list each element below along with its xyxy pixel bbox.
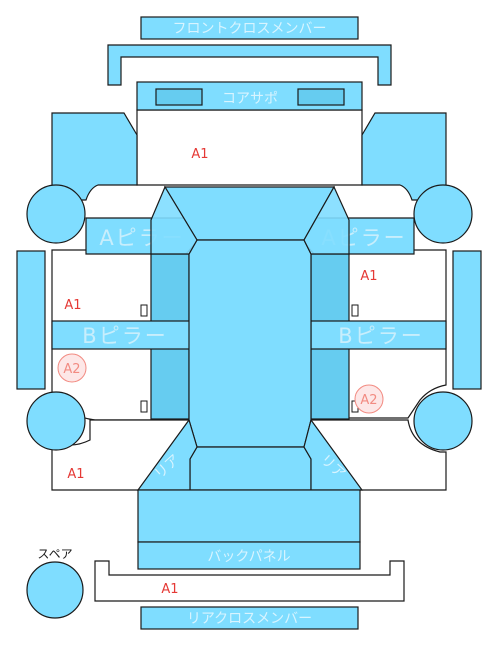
rear-right-panel bbox=[303, 418, 364, 491]
rear-right-wheel bbox=[413, 391, 473, 451]
damage-mark-right-front-door: A1 bbox=[360, 269, 377, 284]
damage-circle-left-rear-door bbox=[57, 353, 87, 383]
damage-mark-left-quarter: A1 bbox=[67, 467, 84, 482]
front-bumper-reinforcement bbox=[107, 44, 392, 86]
b-pillar-left bbox=[51, 320, 191, 350]
core-support-right-hole bbox=[297, 88, 345, 106]
damage-mark-front: A1 bbox=[191, 147, 208, 162]
rear-cross-member-label: リアクロスメンバー bbox=[187, 611, 312, 627]
damage-mark-right-rear-door: A2 bbox=[360, 393, 377, 408]
back-panel-label: バックパネル bbox=[207, 549, 290, 565]
b-pillar-left-label: Bピラー bbox=[82, 324, 167, 348]
rear-left-wheel bbox=[26, 391, 86, 451]
damage-mark-left-rear-door: A2 bbox=[63, 362, 80, 377]
rear-window bbox=[189, 446, 312, 491]
damage-circle-right-rear-door bbox=[354, 384, 384, 414]
front-cross-member bbox=[140, 16, 359, 40]
rear-left-panel bbox=[136, 418, 198, 491]
front-body-outline bbox=[136, 109, 363, 186]
front-left-wheel bbox=[26, 184, 86, 244]
left-front-fender bbox=[51, 112, 138, 201]
spare-tire bbox=[26, 561, 84, 619]
back-panel bbox=[137, 541, 361, 570]
front-cross-member-label: フロントクロスメンバー bbox=[173, 21, 327, 37]
front-right-wheel bbox=[413, 184, 473, 244]
left-side-sill bbox=[16, 250, 46, 390]
left-rear-door-latch bbox=[140, 400, 148, 413]
left-windshield-side bbox=[150, 185, 198, 255]
core-support-left-hole bbox=[155, 88, 203, 106]
rear-cross-member bbox=[140, 606, 359, 630]
trunk-floor bbox=[137, 489, 361, 543]
roof-panel bbox=[188, 239, 312, 448]
rear-bumper-reinforcement bbox=[94, 560, 405, 602]
core-support-label: コアサポ bbox=[222, 91, 278, 107]
right-side-sill bbox=[452, 250, 482, 390]
spare-label: スペア bbox=[37, 547, 72, 561]
damage-mark-left-front-door: A1 bbox=[64, 298, 81, 313]
right-windshield-side bbox=[303, 185, 350, 255]
b-pillar-right-label: Bピラー bbox=[338, 324, 423, 348]
damage-mark-trunk: A1 bbox=[161, 582, 178, 597]
left-front-door-latch bbox=[140, 304, 148, 317]
right-front-door-latch bbox=[351, 304, 359, 317]
